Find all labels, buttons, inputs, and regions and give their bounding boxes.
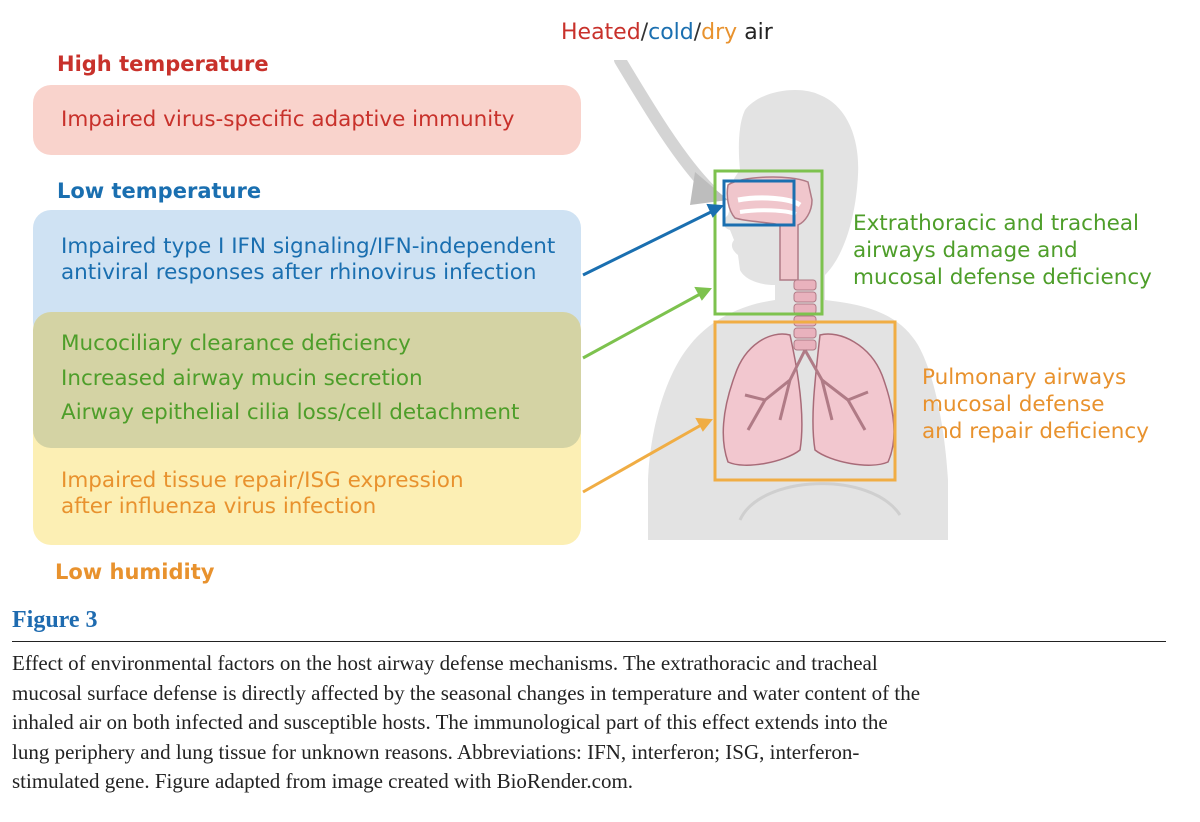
ifn-signaling-text-line-1: Impaired type I IFN signaling/IFN-indepe… bbox=[61, 234, 555, 260]
caption-line-5: stimulated gene. Figure adapted from ima… bbox=[12, 767, 920, 797]
caption-text: Effect of environmental factors on the h… bbox=[12, 649, 920, 797]
low-temperature-heading: Low temperature bbox=[57, 179, 261, 203]
extrathoracic-label-line-1: Extrathoracic and tracheal bbox=[853, 210, 1152, 237]
air-label-dry: dry bbox=[701, 20, 737, 45]
air-label-air: air bbox=[737, 20, 773, 45]
mucociliary-line-3: Airway epithelial cilia loss/cell detach… bbox=[61, 400, 519, 426]
caption-rule bbox=[12, 641, 1166, 642]
pulmonary-label-line-3: and repair deficiency bbox=[922, 418, 1149, 445]
high-temperature-heading: High temperature bbox=[57, 52, 269, 76]
extrathoracic-label-line-2: airways damage and bbox=[853, 237, 1152, 264]
tissue-repair-text-line-2: after influenza virus infection bbox=[61, 494, 376, 520]
incoming-air-arrowhead bbox=[690, 172, 728, 205]
tissue-repair-text-line-1: Impaired tissue repair/ISG expression bbox=[61, 468, 464, 494]
mucociliary-line-2: Increased airway mucin secretion bbox=[61, 366, 423, 392]
airway-anatomy-illustration bbox=[560, 60, 1200, 560]
extrathoracic-label: Extrathoracic and tracheal airways damag… bbox=[853, 210, 1152, 291]
caption-line-1: Effect of environmental factors on the h… bbox=[12, 649, 920, 679]
mucociliary-line-1: Mucociliary clearance deficiency bbox=[61, 331, 411, 357]
caption-line-3: inhaled air on both infected and suscept… bbox=[12, 708, 920, 738]
low-humidity-heading: Low humidity bbox=[55, 560, 214, 584]
air-label-separator: / bbox=[641, 20, 648, 45]
caption-line-2: mucosal surface defense is directly affe… bbox=[12, 679, 920, 709]
incoming-air-arrow bbox=[620, 60, 710, 190]
pulmonary-label-line-1: Pulmonary airways bbox=[922, 364, 1149, 391]
air-label-heated: Heated bbox=[561, 20, 641, 45]
figure-label: Figure 3 bbox=[12, 607, 98, 634]
pulmonary-label: Pulmonary airways mucosal defense and re… bbox=[922, 364, 1149, 445]
adaptive-immunity-text: Impaired virus-specific adaptive immunit… bbox=[61, 107, 514, 133]
caption-line-4: lung periphery and lung tissue for unkno… bbox=[12, 738, 920, 768]
extrathoracic-label-line-3: mucosal defense deficiency bbox=[853, 264, 1152, 291]
air-label: Heated/cold/dry air bbox=[561, 20, 773, 45]
air-label-cold: cold bbox=[648, 20, 694, 45]
ifn-signaling-text-line-2: antiviral responses after rhinovirus inf… bbox=[61, 260, 537, 286]
pulmonary-label-line-2: mucosal defense bbox=[922, 391, 1149, 418]
